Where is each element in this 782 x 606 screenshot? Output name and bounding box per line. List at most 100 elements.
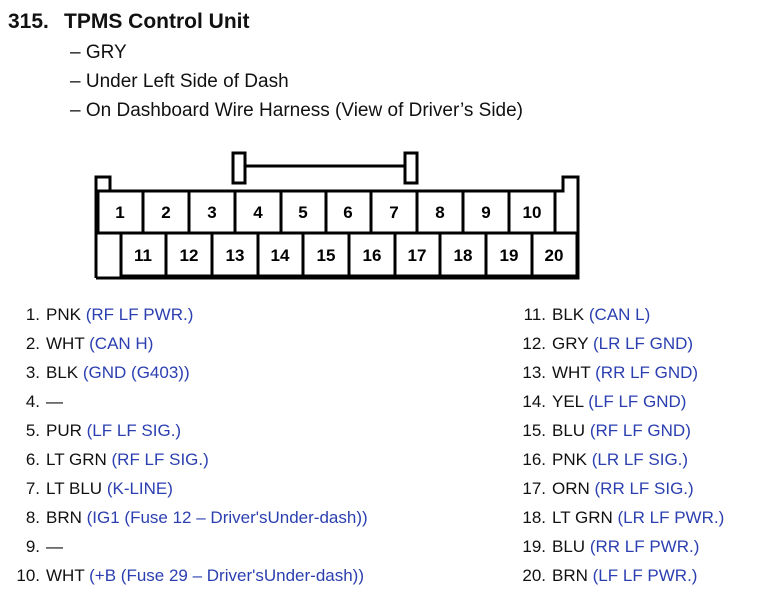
pin-list-right: 11. BLK (CAN L) 12. GRY (LR LF GND) 13. WHT…	[510, 300, 724, 590]
pin-index: 15.	[522, 421, 546, 440]
wire-color: GRY	[552, 334, 589, 353]
page-title: 315. TPMS Control Unit	[8, 10, 249, 34]
wire-color: WHT	[552, 363, 591, 382]
pin-row-6: 6. LT GRN (RF LF SIG.)	[8, 445, 368, 474]
pin-cell-8: 8	[435, 203, 444, 222]
component-number: 315.	[8, 10, 49, 33]
pin-row-15: 15. BLU (RF LF GND)	[510, 416, 724, 445]
pin-index: 3.	[25, 363, 40, 382]
pin-function: (K-LINE)	[106, 479, 173, 498]
wire-color: PUR	[46, 421, 82, 440]
pin-cell-20: 20	[545, 246, 564, 265]
pin-index: 4.	[25, 392, 40, 411]
pin-index: 19.	[522, 537, 546, 556]
pin-function: (RF LF GND)	[589, 421, 691, 440]
pin-index: 9.	[25, 537, 40, 556]
pin-cell-3: 3	[207, 203, 216, 222]
pin-row-17: 17. ORN (RR LF SIG.)	[510, 474, 724, 503]
pin-index: 13.	[522, 363, 546, 382]
pin-function: (RF LF PWR.)	[85, 305, 194, 324]
pin-row-16: 16. PNK (LR LF SIG.)	[510, 445, 724, 474]
pin-row-14: 14.YEL (LF LF GND)	[510, 387, 724, 416]
pin-index: 12.	[522, 334, 546, 353]
wire-color: —	[46, 537, 63, 556]
wire-color: PNK	[46, 305, 81, 324]
pin-cell-15: 15	[317, 246, 336, 265]
pin-row-12: 12. GRY (LR LF GND)	[510, 329, 724, 358]
wire-color: BLU	[552, 537, 586, 556]
pin-function: (RR LF PWR.)	[589, 537, 700, 556]
pin-index: 17.	[522, 479, 546, 498]
pin-index: 7.	[25, 479, 40, 498]
pin-row-10: 10. WHT (+B (Fuse 29 – Driver'sUnder-dash…	[8, 561, 368, 590]
pin-row-4: 4. —	[8, 387, 368, 416]
wire-color: ORN	[552, 479, 590, 498]
connector-color-line: – GRY	[70, 42, 127, 63]
pin-function: (CAN L)	[588, 305, 651, 324]
pin-function: (RF LF SIG.)	[111, 450, 209, 469]
location-line: – Under Left Side of Dash	[70, 71, 289, 92]
pin-row-5: 5. PUR (LF LF SIG.)	[8, 416, 368, 445]
pin-row-18: 18. LT GRN (LR LF PWR.)	[510, 503, 724, 532]
pin-index: 11.	[523, 305, 546, 324]
wire-color: BLK	[46, 363, 79, 382]
pin-row-2: 2.WHT (CAN H)	[8, 329, 368, 358]
pin-index: 18.	[522, 508, 546, 527]
wire-color: BRN	[552, 566, 588, 585]
pin-index: 6.	[25, 450, 40, 469]
pin-cell-6: 6	[343, 203, 352, 222]
pin-cell-1: 1	[115, 203, 124, 222]
pin-index: 8.	[25, 508, 40, 527]
pin-index: 1.	[25, 305, 40, 324]
pin-row-3: 3. BLK (GND (G403))	[8, 358, 368, 387]
pin-cell-5: 5	[298, 203, 307, 222]
pin-cell-18: 18	[454, 246, 473, 265]
pin-row-13: 13.WHT (RR LF GND)	[510, 358, 724, 387]
wire-color: PNK	[552, 450, 587, 469]
pin-cell-2: 2	[161, 203, 170, 222]
component-name: TPMS Control Unit	[64, 10, 250, 33]
pin-cell-17: 17	[408, 246, 427, 265]
pin-cell-11: 11	[134, 246, 152, 265]
pin-cell-19: 19	[500, 246, 519, 265]
wire-color: WHT	[46, 566, 85, 585]
pin-function: (LF LF GND)	[588, 392, 687, 411]
pin-cell-16: 16	[363, 246, 382, 265]
pin-row-20: 20.BRN (LF LF PWR.)	[510, 561, 724, 590]
pin-cell-12: 12	[180, 246, 199, 265]
pin-index: 20.	[522, 566, 546, 585]
pin-function: (LR LF PWR.)	[617, 508, 725, 527]
latch-left-post	[231, 151, 247, 185]
pin-function: (LR LF GND)	[592, 334, 694, 353]
pin-index: 10.	[16, 566, 40, 585]
pin-cell-7: 7	[389, 203, 398, 222]
pin-cell-9: 9	[481, 203, 490, 222]
wire-color: LT GRN	[46, 450, 107, 469]
pin-function: (LF LF SIG.)	[86, 421, 182, 440]
pin-index: 16.	[522, 450, 546, 469]
pin-function: (IG1 (Fuse 12 – Driver'sUnder-dash))	[86, 508, 368, 527]
pin-index: 2.	[25, 334, 40, 353]
harness-line: – On Dashboard Wire Harness (View of Dri…	[70, 100, 524, 121]
pin-function: (GND (G403))	[82, 363, 190, 382]
pin-row-19: 19. BLU (RR LF PWR.)	[510, 532, 724, 561]
pin-row-8: 8.BRN (IG1 (Fuse 12 – Driver'sUnder-dash…	[8, 503, 368, 532]
wire-color: —	[46, 392, 63, 411]
wire-color: LT GRN	[552, 508, 613, 527]
pin-row-9: 9. —	[8, 532, 368, 561]
pin-cell-10: 10	[523, 203, 542, 222]
wire-color: LT BLU	[46, 479, 103, 498]
wire-color: BLU	[552, 421, 586, 440]
pin-list-left: 1.PNK (RF LF PWR.) 2.WHT (CAN H) 3.BLK (…	[8, 300, 368, 590]
pin-function: (RR LF SIG.)	[594, 479, 694, 498]
pin-cell-13: 13	[226, 246, 245, 265]
wire-color: BLK	[552, 305, 585, 324]
wire-color: WHT	[46, 334, 85, 353]
pin-function: (LR LF SIG.)	[591, 450, 689, 469]
pin-index: 14.	[522, 392, 546, 411]
pin-function: (+B (Fuse 29 – Driver'sUnder-dash))	[89, 566, 365, 585]
pin-cell-4: 4	[253, 203, 263, 222]
pin-row-11: 11. BLK (CAN L)	[510, 300, 724, 329]
pin-cell-14: 14	[271, 246, 290, 265]
pin-index: 5.	[25, 421, 40, 440]
